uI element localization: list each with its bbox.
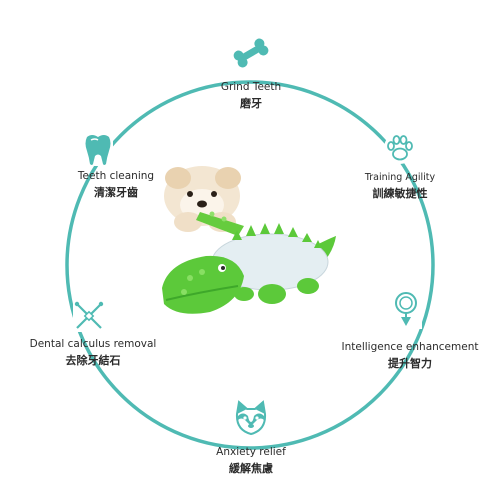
feature-label-zh: 磨牙: [240, 97, 262, 110]
feature-label-en: Dental calculus removal: [29, 338, 157, 350]
crocodile-toy-image: [162, 223, 336, 314]
collar-tag-icon: [390, 291, 422, 329]
feature-label-zh: 去除牙結石: [65, 354, 121, 367]
feature-training-agility: Training Agility 訓練敏捷性: [335, 171, 465, 201]
feature-label-zh: 提升智力: [388, 357, 432, 370]
feature-label-zh: 訓練敏捷性: [372, 187, 428, 200]
feature-label-en: Teeth cleaning: [77, 170, 155, 182]
feature-intelligence-enhancement: Intelligence enhancement 提升智力: [330, 341, 490, 371]
feature-label-en: Grind Teeth: [220, 81, 282, 93]
dog-face-icon: [231, 400, 271, 438]
feature-anxiety-relief: Anxiety relief 緩解焦慮: [201, 446, 301, 476]
feature-label-en: Intelligence enhancement: [341, 341, 479, 353]
product-photo: [162, 166, 336, 314]
feature-dental-calculus-removal: Dental calculus removal 去除牙結石: [14, 338, 172, 368]
feature-grind-teeth: Grind Teeth 磨牙: [201, 81, 301, 111]
dental-tool-icon: [73, 300, 105, 332]
bone-icon: [229, 38, 273, 68]
feature-label-zh: 清潔牙齒: [94, 186, 138, 199]
feature-label-zh: 緩解焦慮: [229, 462, 273, 475]
feature-label-en: Training Agility: [364, 172, 436, 183]
paw-icon: [384, 132, 416, 164]
feature-ring: [65, 80, 435, 450]
dog-image: [164, 166, 244, 236]
feature-teeth-cleaning: Teeth cleaning 清潔牙齒: [56, 170, 176, 200]
tooth-icon: [83, 132, 113, 166]
feature-label-en: Anxiety relief: [216, 446, 286, 458]
